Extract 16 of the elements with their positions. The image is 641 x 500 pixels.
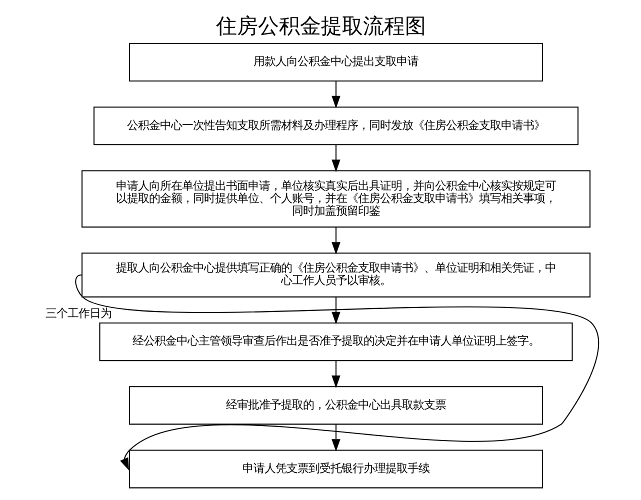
node-box: 经公积金中心主管领导审查后作出是否准予提取的决定并在申请人单位证明上签字。 [98,322,572,362]
arrow [74,274,598,470]
node-box: 用款人向公积金中心提出支取申请 [128,42,543,82]
arrow [331,297,340,324]
arrow [331,424,340,452]
arrow [331,227,340,255]
diagram-title: 住房公积金提取流程图 [216,14,426,38]
node-box: 经审批准予提取的，公积金中心出具取款支票 [128,386,543,425]
arrow [331,144,340,172]
arrow [331,360,340,388]
node-box: 公积金中心一次性告知支取所需材料及办理程序，同时发放《住房公积金支取申请书》 [92,106,578,146]
node-box: 提取人向公积金中心提供填写正确的《住房公积金支取申请书》、单位证明和相关凭证，中心工作人员予以审核。 [81,252,590,298]
node-box: 申请人向所在单位提出书面申请，单位核实真实后出具证明，并向公积金中心核实按规定可以提取的金额，同时提供单位、个人账号，并在《住房公积金支取申请书》填写相关事项，同时加盖预留印鉴 [81,170,590,228]
edge-label: 三个工作日为 [45,306,112,320]
node-box: 申请人凭支票到受托银行办理提取手续 [128,450,543,488]
arrow [331,81,340,108]
